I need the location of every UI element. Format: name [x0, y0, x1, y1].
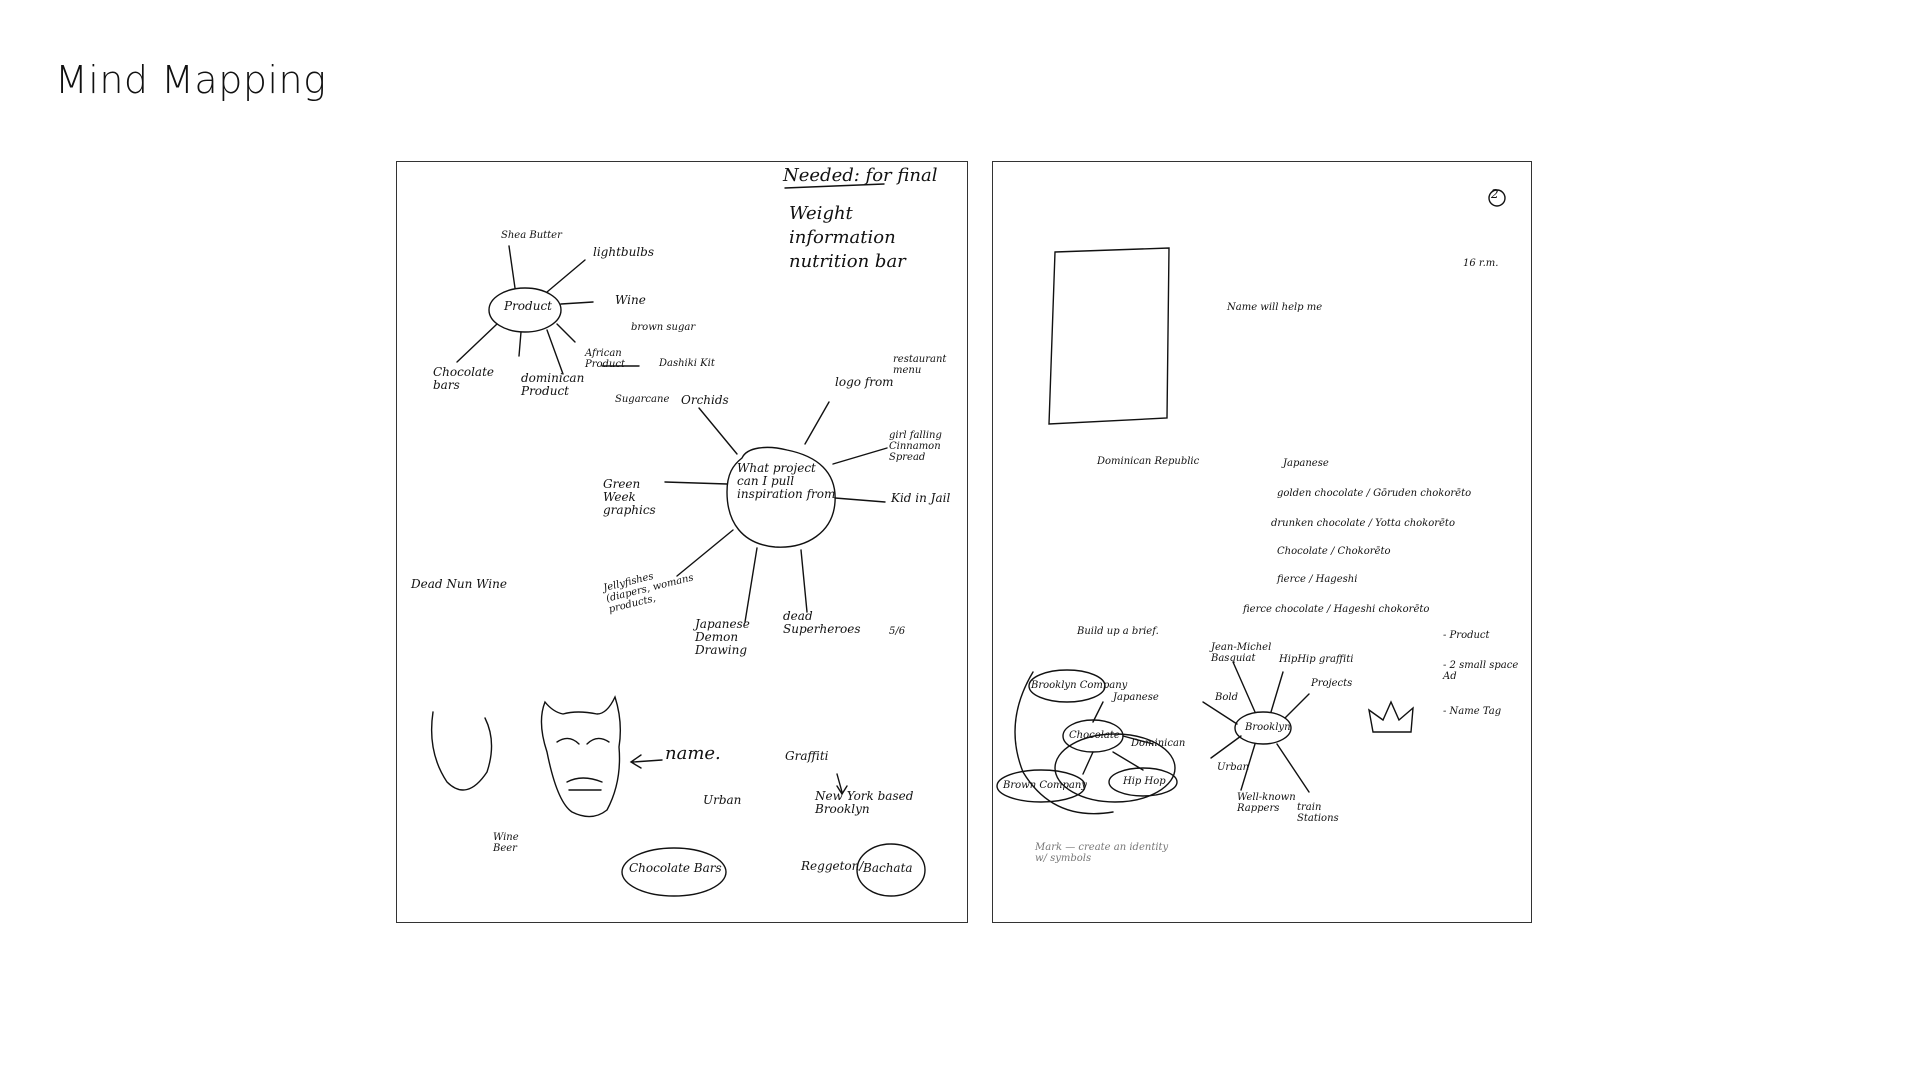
- product-center: Product: [504, 299, 552, 313]
- slide-title: Mind Mapping: [55, 58, 327, 102]
- left-cluster-hip-hop: Hip Hop: [1123, 776, 1166, 787]
- brooklyn-bold: Bold: [1215, 692, 1238, 703]
- translation-3: Chocolate / Chokorēto: [1277, 546, 1391, 557]
- note-urban: Urban: [703, 793, 742, 807]
- branch-dead-superheroes: dead Superheroes: [783, 609, 861, 637]
- brooklyn-hiphop: HipHip graffiti: [1279, 654, 1354, 665]
- inspiration-center: What project can I pull inspiration from: [737, 461, 836, 502]
- note-bachata: Bachata: [863, 861, 913, 875]
- note-reggaeton: Reggeton/: [801, 859, 864, 873]
- note-name: name.: [665, 743, 721, 764]
- deliverable-ad: - 2 small space Ad: [1443, 660, 1519, 682]
- left-cluster-brown-company: Brown Company: [1003, 780, 1087, 791]
- left-cluster-japanese: Japanese: [1113, 692, 1159, 703]
- branch-sugarcane: Sugarcane: [615, 394, 670, 405]
- sketch-lines-left: [430, 183, 926, 897]
- note-new-york: New York based Brooklyn: [815, 789, 914, 817]
- translation-1: golden chocolate / Gōruden chokorēto: [1277, 488, 1472, 499]
- translation-4: fierce / Hageshi: [1277, 574, 1358, 585]
- brooklyn-center: Brooklyn: [1245, 722, 1291, 733]
- needed-item-nutrition: nutrition bar: [789, 251, 906, 272]
- branch-green-week: Green Week graphics: [603, 477, 656, 518]
- branch-orchids: Orchids: [681, 393, 729, 407]
- brooklyn-train-stations: train Stations: [1297, 802, 1339, 824]
- branch-restaurant-menu: restaurant menu: [893, 354, 947, 376]
- branch-japanese-demon: Japanese Demon Drawing: [695, 617, 750, 658]
- footnote: Mark — create an identity w/ symbols: [1035, 842, 1169, 864]
- needed-item-weight: Weight: [789, 203, 853, 224]
- branch-lightbulbs: lightbulbs: [593, 245, 654, 259]
- sketch-lines-right: [996, 189, 1506, 815]
- needed-item-information: information: [789, 227, 896, 248]
- translation-0: Japanese: [1283, 458, 1329, 469]
- build-brief-note: Build up a brief.: [1077, 626, 1159, 637]
- brooklyn-urban: Urban: [1217, 762, 1250, 773]
- branch-african-product: African Product: [585, 348, 625, 370]
- branch-kid-in-jail: Kid in Jail: [891, 491, 951, 505]
- left-cluster-dominican: Dominican: [1131, 738, 1186, 749]
- translation-5: fierce chocolate / Hageshi chokorēto: [1243, 604, 1430, 615]
- note-graffiti: Graffiti: [785, 749, 829, 763]
- corner-note: 16 r.m.: [1463, 258, 1499, 269]
- branch-girl-falling: girl falling Cinnamon Spread: [889, 430, 942, 463]
- branch-wine: Wine: [615, 293, 646, 307]
- mind-map-sheet-right: 2 16 r.m. Name will help me Dominican Re…: [992, 161, 1532, 923]
- branch-chocolate-bars: Chocolate bars: [433, 365, 494, 393]
- branch-dashiki-kit: Dashiki Kit: [659, 358, 715, 369]
- branch-brown-sugar: brown sugar: [631, 322, 696, 333]
- brooklyn-projects: Projects: [1311, 678, 1353, 689]
- page-number: 2: [1491, 187, 1499, 201]
- translation-2: drunken chocolate / Yotta chokorēto: [1271, 518, 1455, 529]
- note-number: 5/6: [889, 626, 906, 637]
- deliverable-product: - Product: [1443, 630, 1490, 641]
- note-dead-nun-wine: Dead Nun Wine: [411, 577, 507, 591]
- mind-map-sheet-left: Needed: for final Weight information nut…: [396, 161, 968, 923]
- deliverable-name-tag: - Name Tag: [1443, 706, 1502, 717]
- needed-heading: Needed: for final: [783, 165, 938, 186]
- dominican-note: Dominican Republic: [1097, 456, 1200, 467]
- note-wine-beer: Wine Beer: [493, 832, 519, 854]
- name-note: Name will help me: [1227, 302, 1323, 313]
- note-chocolate-bars: Chocolate Bars: [629, 861, 722, 875]
- brooklyn-basquiat: Jean-Michel Basquiat: [1211, 642, 1272, 664]
- brooklyn-rappers: Well-known Rappers: [1237, 792, 1296, 814]
- branch-logo-from: logo from: [835, 375, 894, 389]
- branch-dominican-product: dominican Product: [521, 371, 585, 399]
- branch-shea-butter: Shea Butter: [501, 230, 562, 241]
- left-cluster-brooklyn-company: Brooklyn Company: [1031, 680, 1128, 691]
- left-cluster-chocolate: Chocolate: [1069, 730, 1120, 741]
